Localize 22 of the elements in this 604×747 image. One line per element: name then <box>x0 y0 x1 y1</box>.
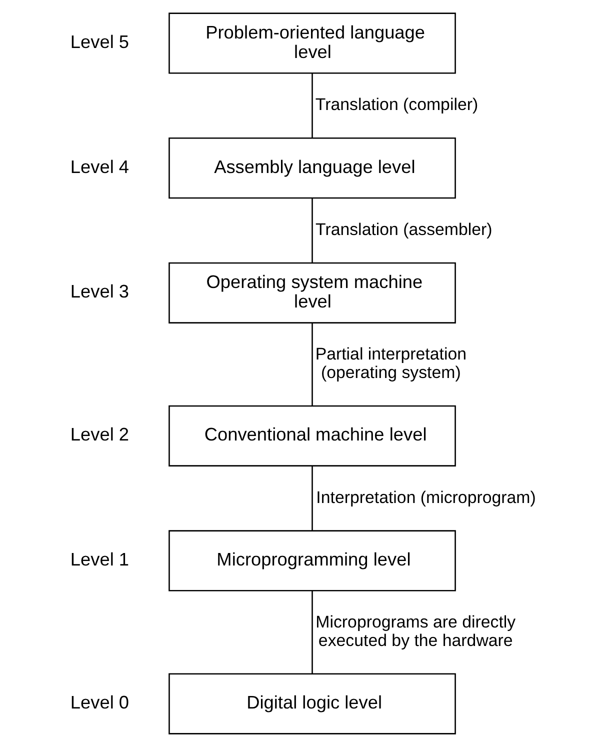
node-label: Level 2 <box>70 424 129 445</box>
node-box: Operating system machine level <box>168 262 456 324</box>
edge-label: Translation (compiler) <box>314 95 478 114</box>
connector <box>311 590 312 674</box>
node-box: Assembly language level <box>168 138 456 199</box>
node-box: Microprogramming level <box>168 530 456 592</box>
edge-label: Microprograms are directly executed by the hardware <box>315 612 516 650</box>
node-label: Level 3 <box>70 282 129 302</box>
connector <box>311 198 312 263</box>
node-label: Level 1 <box>70 550 129 570</box>
node-box: Conventional machine level <box>168 405 456 466</box>
node-label: Level 0 <box>70 692 129 713</box>
node-box: Digital logic level <box>168 673 456 734</box>
connector <box>311 466 312 531</box>
node-label: Level 4 <box>70 156 129 177</box>
node-label: Level 5 <box>70 32 129 52</box>
connector <box>311 322 312 406</box>
node-box: Problem-oriented language level <box>168 12 456 74</box>
edge-label: Translation (assembler) <box>315 220 492 239</box>
edge-label: Partial interpretation (operating system) <box>314 344 466 382</box>
connector <box>311 73 312 138</box>
edge-label: Interpretation (microprogram) <box>316 488 536 507</box>
